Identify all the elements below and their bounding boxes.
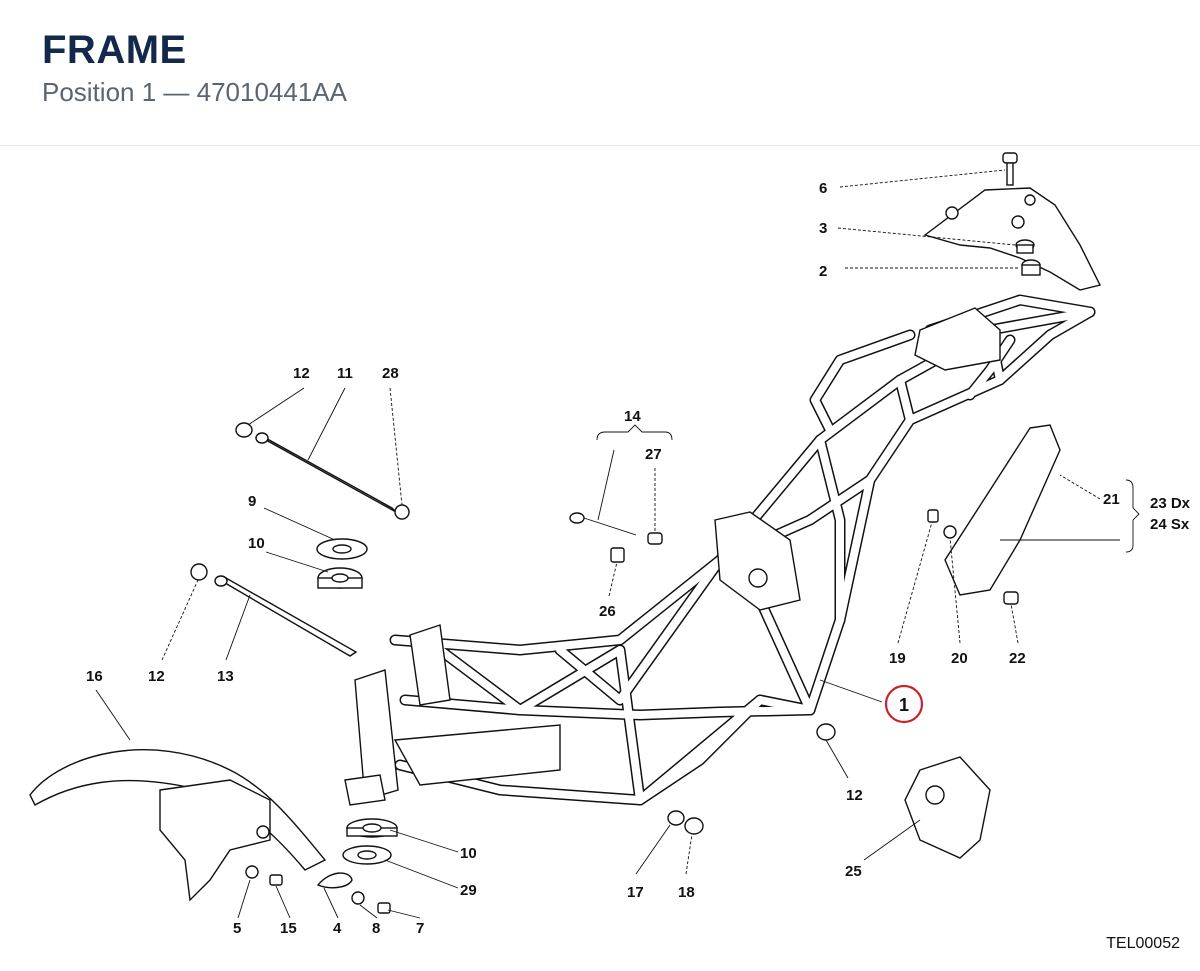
page-header: FRAME Position 1 — 47010441AA bbox=[0, 0, 1200, 146]
callout-2: 2 bbox=[819, 263, 827, 280]
washer-9 bbox=[316, 538, 368, 560]
washer-28 bbox=[394, 504, 410, 520]
callout-17: 17 bbox=[627, 884, 644, 901]
screw-19 bbox=[927, 509, 939, 523]
plug-12-right bbox=[816, 723, 836, 741]
plug-17 bbox=[667, 810, 685, 826]
callout-5: 5 bbox=[233, 920, 241, 936]
callout-25: 25 bbox=[845, 863, 862, 880]
washer-8 bbox=[351, 891, 365, 905]
bracket-14 bbox=[596, 424, 673, 441]
washer-20 bbox=[943, 525, 957, 539]
rear-tail-bracket bbox=[923, 187, 1102, 291]
callout-8: 8 bbox=[372, 920, 380, 936]
callout-20: 20 bbox=[951, 650, 968, 667]
washer-29 bbox=[342, 845, 392, 865]
clip-4 bbox=[316, 872, 353, 889]
callout-6: 6 bbox=[819, 180, 827, 197]
callout-21: 21 bbox=[1103, 491, 1120, 508]
callout-4: 4 bbox=[333, 920, 342, 936]
page-title: FRAME bbox=[42, 28, 187, 72]
callout-14: 14 bbox=[624, 408, 641, 425]
callout-19: 19 bbox=[889, 650, 906, 667]
callout-9: 9 bbox=[248, 493, 256, 510]
callout-24-sx: 24 Sx bbox=[1150, 516, 1190, 533]
callout-11: 11 bbox=[337, 365, 353, 382]
callout-16: 16 bbox=[86, 668, 103, 685]
callout-12-left: 12 bbox=[148, 668, 165, 685]
washer-5 bbox=[245, 865, 259, 879]
callout-12-top: 12 bbox=[293, 365, 310, 382]
callout-26: 26 bbox=[599, 603, 616, 620]
drawing-code: TEL00052 bbox=[1106, 935, 1180, 952]
callout-10-bottom: 10 bbox=[460, 845, 477, 862]
page-subtitle: Position 1 — 47010441AA bbox=[42, 77, 347, 107]
highlight-circle-1 bbox=[884, 684, 924, 724]
side-panel-21 bbox=[944, 424, 1061, 596]
bearing-10-bottom bbox=[346, 818, 398, 838]
callout-13: 13 bbox=[217, 668, 234, 685]
callout-7: 7 bbox=[416, 920, 424, 936]
grommet-3 bbox=[1015, 239, 1035, 254]
grommet-2 bbox=[1021, 259, 1041, 276]
plug-18 bbox=[684, 817, 704, 835]
pivot-bolt-11 bbox=[255, 432, 397, 513]
bearing-10-top bbox=[317, 567, 363, 589]
callout-15: 15 bbox=[280, 920, 297, 936]
bolt-6 bbox=[1002, 152, 1018, 186]
callout-22: 22 bbox=[1009, 650, 1026, 667]
leader-lines bbox=[95, 169, 1120, 919]
callout-28: 28 bbox=[382, 365, 399, 382]
callout-12-right: 12 bbox=[846, 787, 863, 804]
callout-1: 1 bbox=[899, 695, 909, 715]
screw-15 bbox=[269, 874, 283, 886]
screw-7 bbox=[377, 902, 391, 914]
callout-27: 27 bbox=[645, 446, 662, 463]
cap-27 bbox=[647, 532, 663, 545]
callout-29: 29 bbox=[460, 882, 477, 899]
bolt-13 bbox=[214, 575, 358, 657]
nut-12-left bbox=[190, 563, 208, 581]
front-fender-16 bbox=[29, 749, 327, 902]
callout-3: 3 bbox=[819, 220, 827, 237]
bracket-23-24 bbox=[1125, 479, 1140, 553]
pin-14 bbox=[569, 512, 637, 536]
callout-10-top: 10 bbox=[248, 535, 265, 552]
clip-26 bbox=[610, 547, 625, 563]
frame-exploded-diagram: 6 3 2 12 11 28 14 27 9 10 21 23 Dx 24 Sx… bbox=[29, 152, 1191, 936]
callout-18: 18 bbox=[678, 884, 695, 901]
trellis-frame bbox=[344, 294, 1096, 806]
cover-25 bbox=[904, 756, 991, 859]
nut-12-top bbox=[235, 422, 253, 438]
nut-22 bbox=[1003, 591, 1019, 605]
callout-23-dx: 23 Dx bbox=[1150, 495, 1191, 512]
